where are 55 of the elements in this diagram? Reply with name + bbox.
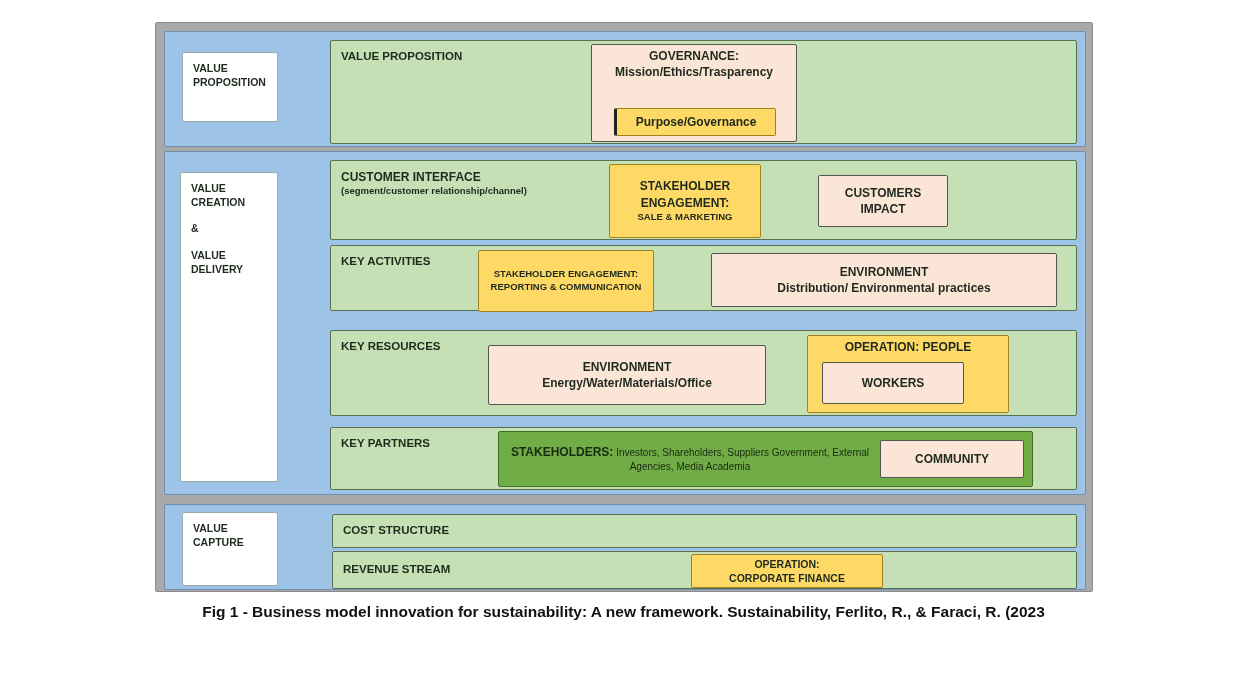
impact-label: COMMUNITY xyxy=(914,450,990,468)
theme-box xyxy=(807,335,1009,413)
row-title: COST STRUCTURE xyxy=(343,523,450,539)
theme-title: GOVERNANCE: Mission/Ethics/Trasparency xyxy=(613,48,775,81)
section-band xyxy=(164,151,1086,495)
theme-detail: Energy/Water/Materials/Office xyxy=(541,375,713,392)
theme-title: ENVIRONMENT xyxy=(838,263,930,280)
section-label-card xyxy=(180,172,278,482)
component-row xyxy=(332,551,1077,589)
impact-label: WORKERS xyxy=(860,374,926,392)
section-title: VALUE CAPTURE xyxy=(193,521,245,550)
theme-box xyxy=(609,164,761,238)
section-label-card xyxy=(182,52,278,122)
theme-label-box xyxy=(614,108,776,136)
theme-title: STAKEHOLDER ENGAGEMENT: xyxy=(638,178,732,211)
ampersand-text: & xyxy=(191,221,200,236)
row-title: KEY RESOURCES xyxy=(341,339,441,354)
section-band xyxy=(164,31,1086,147)
row-title: KEY ACTIVITIES xyxy=(341,254,431,269)
section-title: VALUE PROPOSITION xyxy=(193,61,263,90)
impact-box xyxy=(880,440,1024,478)
theme-box xyxy=(488,345,766,405)
component-row xyxy=(330,160,1077,240)
theme-detail: SALE & MARKETING xyxy=(636,210,734,224)
theme-title: ENVIRONMENT xyxy=(581,358,673,375)
theme-box xyxy=(478,250,654,312)
impact-label: CUSTOMERS IMPACT xyxy=(843,184,923,218)
component-row xyxy=(330,330,1077,416)
row-subtitle: (segment/customer relationship/channel) xyxy=(341,185,527,198)
section-label-card xyxy=(182,512,278,586)
impact-box xyxy=(818,175,948,227)
theme-box xyxy=(691,554,883,588)
row-title: REVENUE STREAM xyxy=(343,562,451,578)
theme-title: STAKEHOLDER ENGAGEMENT: REPORTING & COMMUNICATION xyxy=(489,268,643,294)
section-band xyxy=(164,504,1086,590)
theme-detail: Distribution/ Environmental practices xyxy=(776,280,992,297)
component-row xyxy=(330,40,1077,144)
theme-box xyxy=(711,253,1057,307)
stakeholder-list: STAKEHOLDERS: Investors, Shareholders, Suppliers Government, External Agencies, Media Academia xyxy=(505,444,875,474)
theme-title: OPERATION: CORPORATE FINANCE xyxy=(728,556,846,586)
component-row xyxy=(330,427,1077,490)
model-frame xyxy=(155,22,1093,592)
row-title: KEY PARTNERS xyxy=(341,436,431,451)
impact-box xyxy=(822,362,964,404)
component-row xyxy=(330,245,1077,311)
theme-title: OPERATION: PEOPLE xyxy=(843,339,973,356)
section-title: VALUE DELIVERY xyxy=(191,247,245,276)
row-title: CUSTOMER INTERFACE xyxy=(341,169,482,186)
row-title: VALUE PROPOSITION xyxy=(341,49,463,64)
theme-label: Purpose/Governance xyxy=(634,113,758,131)
section-title: VALUE CREATION xyxy=(191,181,247,210)
figure-caption: Fig 1 - Business model innovation for sustainability: A new framework. Sustainability, Ferlito, R., & Faraci, R. (2023 xyxy=(201,602,1046,622)
stakeholder-box xyxy=(498,431,1033,487)
theme-box xyxy=(591,44,797,142)
component-row xyxy=(332,514,1077,548)
